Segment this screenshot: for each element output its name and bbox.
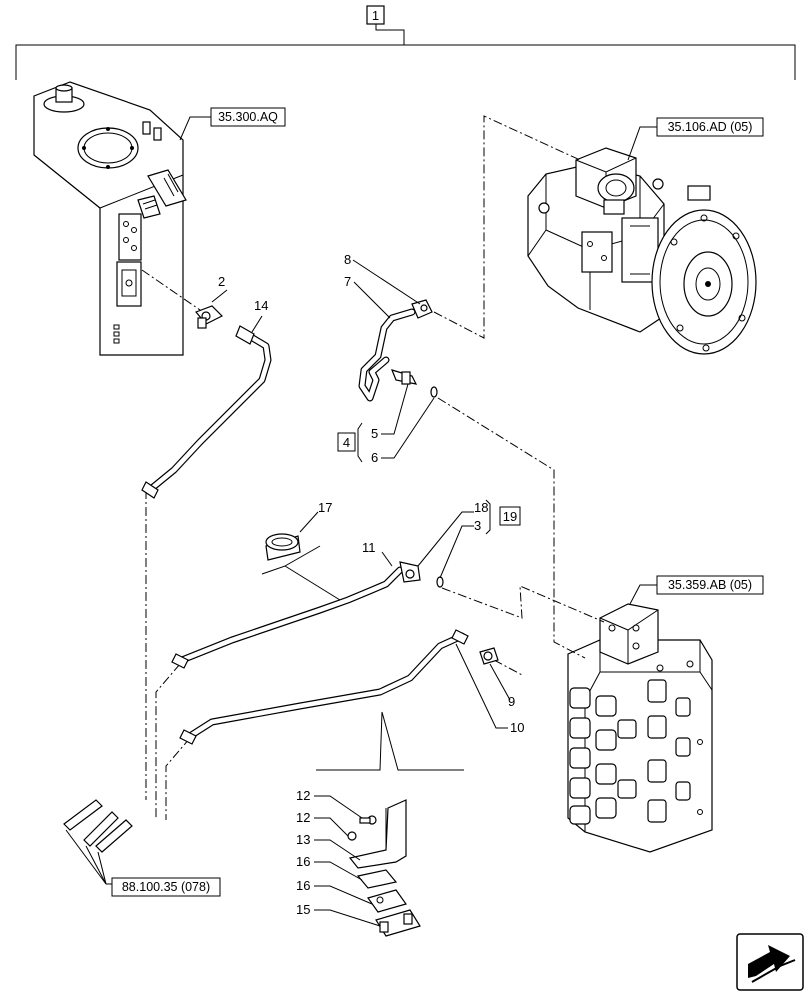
hose-10 — [179, 629, 499, 771]
callout-16-b[interactable]: 16 — [296, 878, 310, 893]
hose-14 — [141, 305, 272, 499]
callout-8[interactable]: 8 — [344, 252, 351, 267]
callout-5[interactable]: 5 — [371, 426, 378, 441]
callout-12-a[interactable]: 12 — [296, 788, 310, 803]
ref-box-valve[interactable]: 35.359.AB (05) — [668, 578, 752, 592]
control-valve — [567, 603, 713, 853]
bracket-assembly — [347, 799, 421, 937]
hose-11 — [171, 533, 444, 669]
ref-box-tank[interactable]: 35.300.AQ — [218, 110, 278, 124]
callout-3[interactable]: 3 — [474, 518, 481, 533]
group-19[interactable]: 19 — [503, 509, 517, 524]
assembly-bracket: 1 — [15, 5, 796, 80]
ref-box-pump[interactable]: 35.106.AD (05) — [668, 120, 753, 134]
callout-15[interactable]: 15 — [296, 902, 310, 917]
callout-9[interactable]: 9 — [508, 694, 515, 709]
callout-6[interactable]: 6 — [371, 450, 378, 465]
hydraulic-pump — [527, 147, 757, 355]
callout-2[interactable]: 2 — [218, 274, 225, 289]
pipe-7 — [358, 299, 438, 402]
routing-lines — [141, 115, 605, 820]
callout-14[interactable]: 14 — [254, 298, 268, 313]
callout-7[interactable]: 7 — [344, 274, 351, 289]
next-arrow-icon[interactable] — [736, 933, 804, 991]
callout-17[interactable]: 17 — [318, 500, 332, 515]
hose-ends — [63, 799, 133, 885]
ref-box-hoses[interactable]: 88.100.35 (078) — [122, 880, 210, 894]
hydraulic-tank — [33, 81, 187, 356]
callout-16-a[interactable]: 16 — [296, 854, 310, 869]
callout-10[interactable]: 10 — [510, 720, 524, 735]
assembly-number: 1 — [372, 8, 379, 23]
group-4[interactable]: 4 — [343, 435, 350, 450]
callout-13[interactable]: 13 — [296, 832, 310, 847]
callout-11[interactable]: 11 — [362, 540, 376, 555]
callout-12-b[interactable]: 12 — [296, 810, 310, 825]
callout-18[interactable]: 18 — [474, 500, 488, 515]
